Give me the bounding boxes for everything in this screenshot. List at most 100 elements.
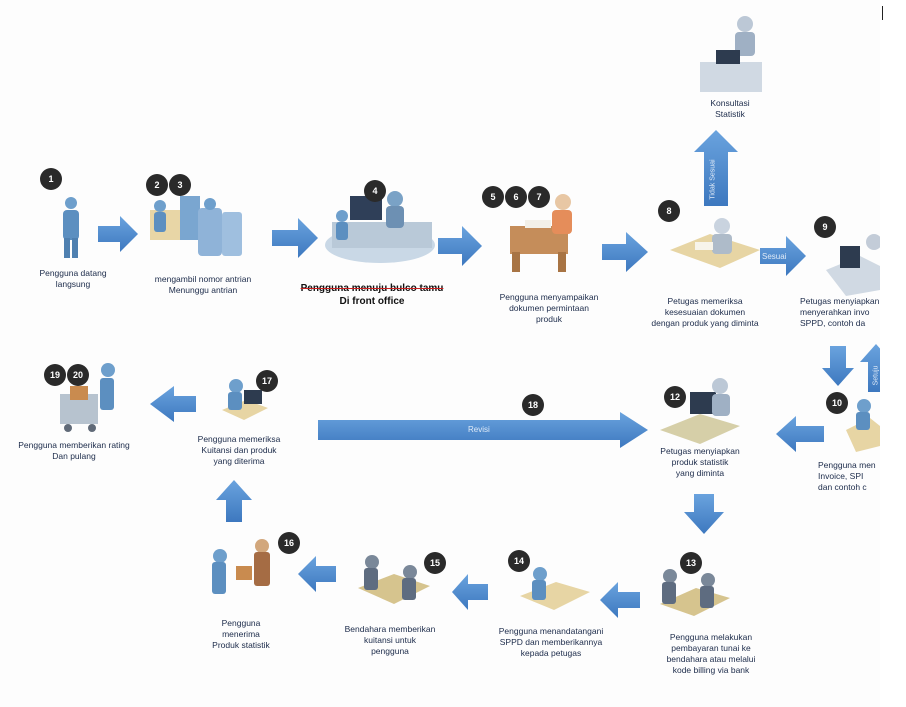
label-line: produk xyxy=(536,314,562,324)
label-line: SPPD dan memberikannya xyxy=(499,637,603,647)
step-12-label: Petugas menyiapkan produk statistik yang… xyxy=(630,446,770,479)
step-14-badges: 14 xyxy=(508,550,530,572)
arrow-10-to-12 xyxy=(776,416,824,452)
step-18-badges: 18 xyxy=(522,394,544,416)
step-badge: 15 xyxy=(424,552,446,574)
step-9-label: Petugas menyiapkan menyerahkan invo SPPD… xyxy=(800,296,900,329)
step-badge: 10 xyxy=(826,392,848,414)
arrow-9-to-10 xyxy=(822,346,854,386)
step-4-label: Pengguna menuju bulco tamu Di front offi… xyxy=(282,282,462,308)
label-line: kode billing via bank xyxy=(672,665,750,675)
step-badge: 18 xyxy=(522,394,544,416)
officer-prepare-product-icon xyxy=(660,378,740,444)
step-badge: 16 xyxy=(278,532,300,554)
step-badge: 6 xyxy=(505,186,527,208)
step-15-label: Bendahara memberikan kuitansi untuk peng… xyxy=(320,624,460,657)
label-line: kesesuaian dokumen xyxy=(664,307,746,317)
label-line: produk statistik xyxy=(671,457,729,467)
payment-desk-icon xyxy=(660,569,730,616)
arrow-12-to-13 xyxy=(684,494,724,534)
user-check-receipt-icon xyxy=(222,379,268,420)
arrow-8-to-konsultasi xyxy=(694,130,738,206)
label-line: bendahara atau melalui xyxy=(666,654,756,664)
step-badge: 3 xyxy=(169,174,191,196)
step-badge: 8 xyxy=(658,200,680,222)
step-badge: 19 xyxy=(44,364,66,386)
step-10-badges: 10 xyxy=(826,392,848,414)
officer-checking-icon xyxy=(670,218,760,268)
label-line: Pengguna men xyxy=(818,460,876,470)
step-10-label: Pengguna men Invoice, SPI dan contoh c xyxy=(818,460,898,493)
arrow-15-to-16 xyxy=(298,556,336,592)
label-line: menerima xyxy=(222,629,260,639)
page-corner-mark xyxy=(882,6,883,20)
arrow-5-to-8 xyxy=(602,232,648,272)
label-line: Pengguna menuju bulco tamu xyxy=(300,283,444,294)
label-line: Konsultasi xyxy=(710,98,750,108)
arrow-8-to-9-sesuai xyxy=(760,236,806,276)
label-line: Invoice, SPI xyxy=(818,471,864,481)
front-office-desk-icon xyxy=(325,191,435,263)
step-badge: 17 xyxy=(256,370,278,392)
label-line: Petugas menyiapkan xyxy=(660,446,740,456)
arrow-revisi-18 xyxy=(318,412,648,448)
shopping-cart-icon xyxy=(60,363,115,432)
user-review-icon xyxy=(846,399,880,452)
label-line: Statistik xyxy=(715,109,745,119)
page-edge xyxy=(880,0,906,707)
step-19-label: Pengguna memberikan rating Dan pulang xyxy=(4,440,144,462)
label-line: yang diterima xyxy=(213,456,265,466)
signing-document-icon xyxy=(520,567,590,610)
step-13-badges: 13 xyxy=(680,552,702,574)
arrow-14-to-15 xyxy=(452,574,488,610)
step-5-7-badges: 5 6 7 xyxy=(482,186,550,208)
step-1-label: Pengguna datang langsung xyxy=(18,268,128,290)
label-line: Pengguna xyxy=(221,618,261,628)
arrow-1-to-2 xyxy=(98,216,138,252)
label-line: Pengguna memeriksa xyxy=(197,434,281,444)
step-14-label: Pengguna menandatangani SPPD dan memberi… xyxy=(476,626,626,659)
label-line: dokumen permintaan xyxy=(509,303,589,313)
product-handover-icon xyxy=(212,539,270,594)
label-line: mengambil nomor antrian xyxy=(154,274,252,284)
label-line: pembayaran tunai ke xyxy=(671,643,751,653)
step-badge: 5 xyxy=(482,186,504,208)
label-line: Pengguna melakukan xyxy=(669,632,753,642)
label-line: Pengguna memberikan rating xyxy=(18,440,130,450)
label-line: langsung xyxy=(55,279,91,289)
label-line: Produk statistik xyxy=(212,640,270,650)
step-5-label: Pengguna menyampaikan dokumen permintaan… xyxy=(474,292,624,325)
step-badge: 4 xyxy=(364,180,386,202)
label-line: Dan pulang xyxy=(52,451,96,461)
step-badge: 7 xyxy=(528,186,550,208)
step-17-label: Pengguna memeriksa Kuitansi dan produk y… xyxy=(174,434,304,467)
label-line: kepada petugas xyxy=(520,648,582,658)
arrow-13-to-14 xyxy=(600,582,640,618)
label-line: Pengguna datang xyxy=(39,268,107,278)
label-line: Bendahara memberikan xyxy=(344,624,436,634)
person-standing-icon xyxy=(63,197,79,258)
konsultasi-label: Konsultasi Statistik xyxy=(690,98,770,120)
step-19-20-badges: 19 20 xyxy=(44,364,89,386)
label-line: Menunggu antrian xyxy=(168,285,238,295)
step-badge: 9 xyxy=(814,216,836,238)
step-9-badges: 9 xyxy=(814,216,836,238)
desk-document-icon xyxy=(510,194,572,272)
queue-machine-icon xyxy=(150,196,242,256)
step-badge: 13 xyxy=(680,552,702,574)
step-badge: 12 xyxy=(664,386,686,408)
label-line: Kuitansi dan produk xyxy=(201,445,277,455)
step-badge: 1 xyxy=(40,168,62,190)
label-line: pengguna xyxy=(371,646,409,656)
label-line: dan contoh c xyxy=(818,482,867,492)
step-1-badges: 1 xyxy=(40,168,62,190)
step-badge: 14 xyxy=(508,550,530,572)
treasurer-receipt-icon xyxy=(358,555,430,604)
consultation-icon xyxy=(700,16,762,92)
step-8-label: Petugas memeriksa kesesuaian dokumen den… xyxy=(630,296,780,329)
arrow-4-to-5 xyxy=(438,226,482,266)
officer-invoice-icon xyxy=(826,234,882,296)
step-16-badges: 16 xyxy=(278,532,300,554)
arrow-2-to-4 xyxy=(272,218,318,258)
label-line: kuitansi untuk xyxy=(364,635,416,645)
